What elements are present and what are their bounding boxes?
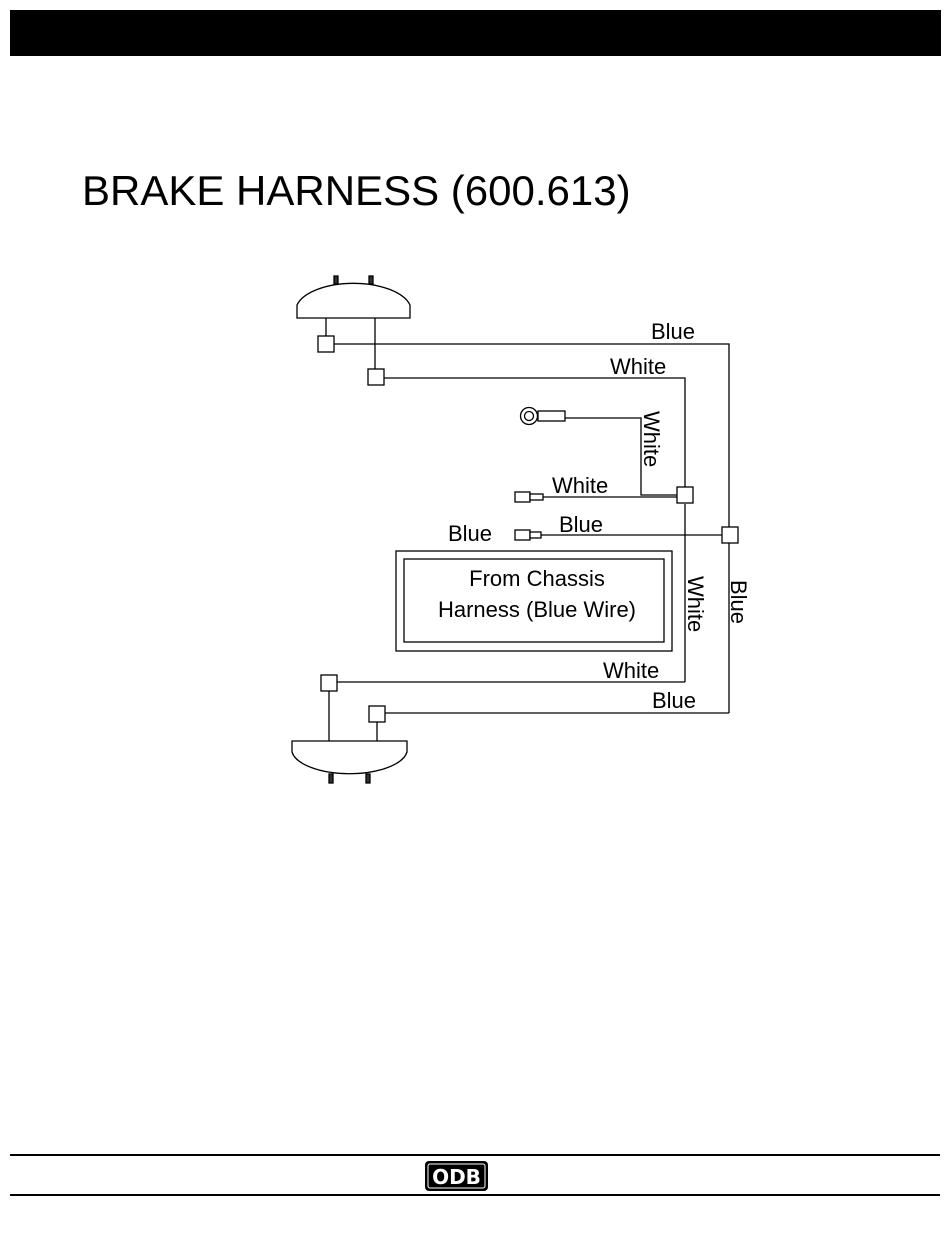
label-left-blue: Blue xyxy=(448,521,492,546)
bullet-connector-white-icon xyxy=(515,492,543,502)
label-connector-white: White xyxy=(552,473,608,498)
label-vertical-white: White xyxy=(683,576,708,632)
splice-white-junction xyxy=(677,487,693,503)
label-bottom-blue: Blue xyxy=(652,688,696,713)
label-top-blue: Blue xyxy=(651,319,695,344)
wire-paths xyxy=(334,344,729,713)
footer-rule-top xyxy=(10,1154,940,1156)
splice-bottom-blue xyxy=(369,706,385,722)
label-top-white: White xyxy=(610,354,666,379)
splice-top-white xyxy=(368,369,384,385)
bottom-brake-magnet xyxy=(292,691,407,783)
note-line-2: Harness (Blue Wire) xyxy=(438,597,636,622)
splice-bottom-white xyxy=(321,675,337,691)
top-brake-magnet xyxy=(297,276,410,369)
label-vertical-blue: Blue xyxy=(726,580,751,624)
label-bottom-white: White xyxy=(603,658,659,683)
label-ring-white: White xyxy=(639,411,664,467)
svg-text:ODB: ODB xyxy=(432,1165,481,1189)
label-connector-blue: Blue xyxy=(559,512,603,537)
odb-logo: ODB xyxy=(424,1160,489,1192)
splice-top-blue xyxy=(318,336,334,352)
ring-terminal-icon xyxy=(521,408,566,425)
footer-rule-bottom xyxy=(10,1194,940,1196)
splice-blue-junction xyxy=(722,527,738,543)
bullet-connector-blue-icon xyxy=(515,530,541,540)
note-line-1: From Chassis xyxy=(469,566,605,591)
